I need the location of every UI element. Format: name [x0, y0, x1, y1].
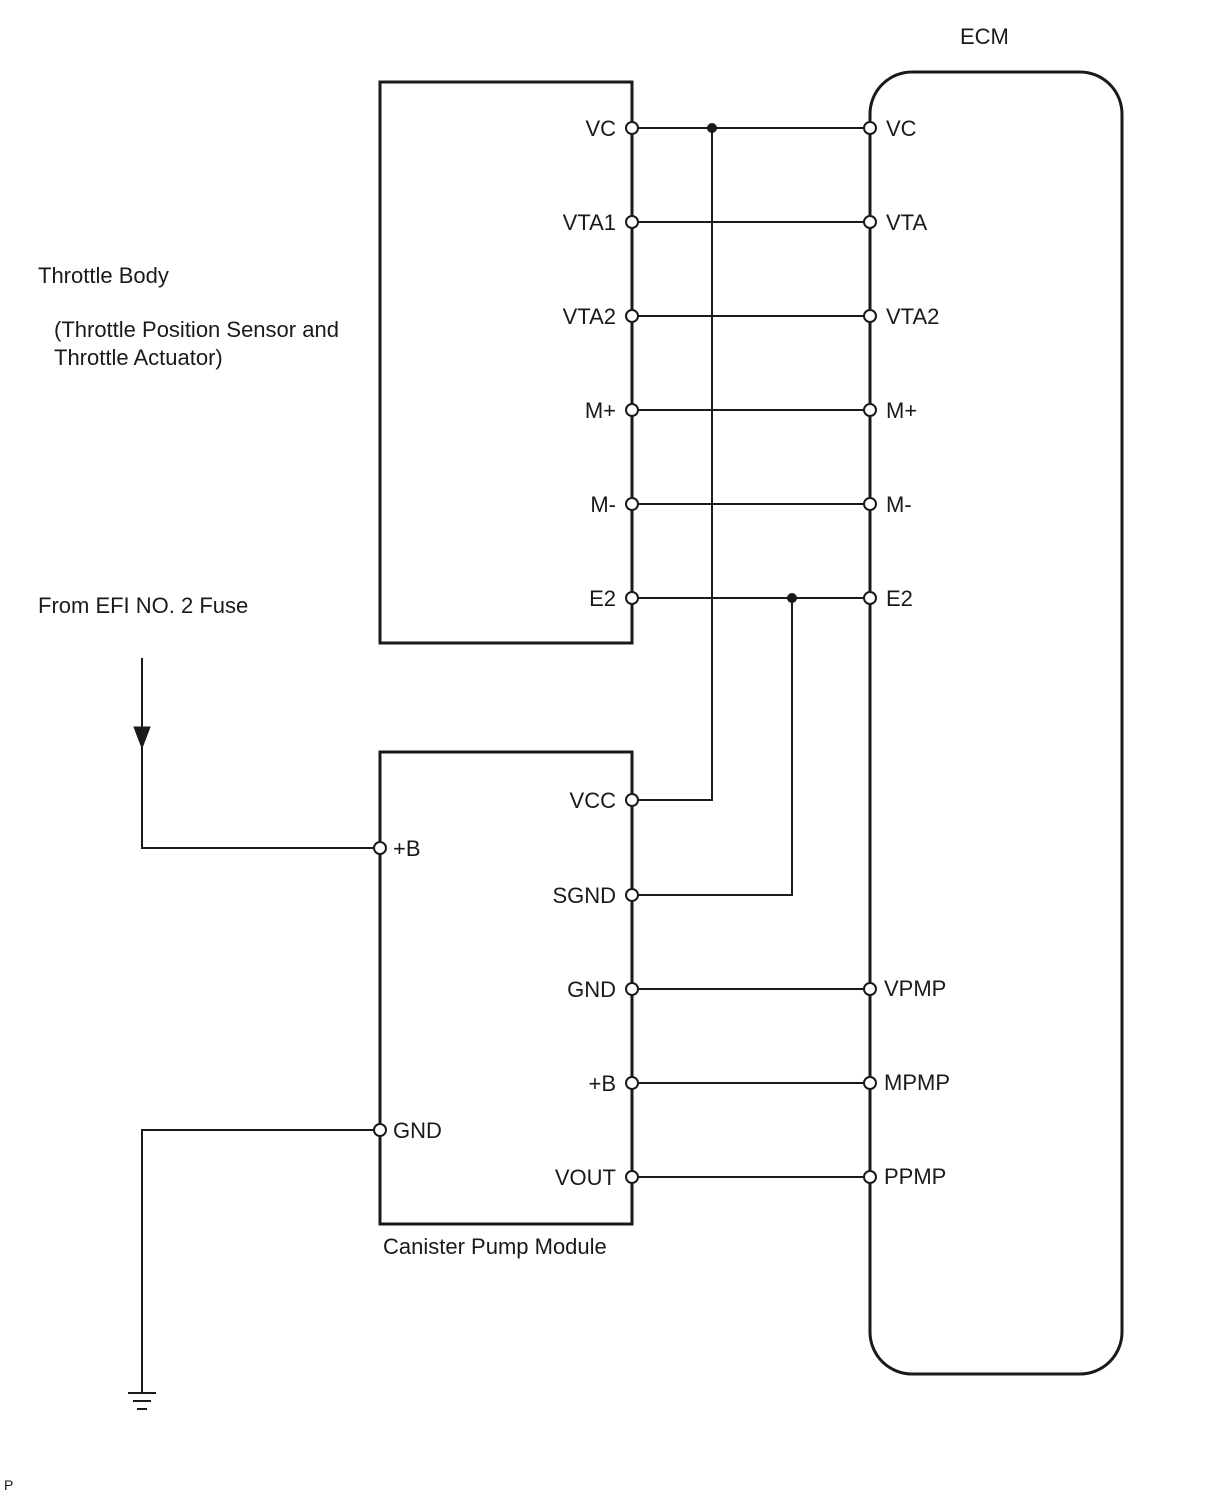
canister-pin-label: VCC [569, 788, 616, 813]
ecm-terminals [863, 121, 877, 1184]
throttle-pin-label: VC [585, 116, 616, 141]
ecm-pin-label: MPMP [884, 1070, 950, 1095]
terminal-vta2 [625, 309, 639, 323]
ecm-box [868, 70, 1124, 1376]
ecm-terminal-m-minus [863, 497, 877, 511]
ecm-pin-label: M- [886, 492, 912, 517]
terminal-vta1 [625, 215, 639, 229]
canister-pin-label: SGND [552, 883, 616, 908]
ecm-terminal-e2 [863, 591, 877, 605]
ecm-pin-label: M+ [886, 398, 918, 423]
ecm-terminal-vta [863, 215, 877, 229]
arrow-down-icon [133, 726, 151, 750]
throttle-pin-label: E2 [589, 586, 616, 611]
canister-module-label: Canister Pump Module [383, 1234, 607, 1259]
ecm-terminal-mpmp [863, 1076, 877, 1090]
throttle-terminals [625, 121, 639, 605]
ecm-terminal-vta2 [863, 309, 877, 323]
terminal-e2 [625, 591, 639, 605]
wire-e2-to-sgnd [632, 598, 793, 896]
canister-pin-label: GND [567, 977, 616, 1002]
throttle-body-box [378, 80, 634, 645]
ecm-pin-label: PPMP [884, 1164, 947, 1189]
canister-terminal-vout [625, 1170, 639, 1184]
throttle-pin-label: M+ [584, 398, 616, 423]
corner-mark: P [4, 1477, 14, 1493]
ecm-pin-label: E2 [886, 586, 913, 611]
ecm-label: ECM [960, 24, 1009, 49]
terminal-m-minus [625, 497, 639, 511]
wire-fuse-feed [141, 658, 380, 849]
canister-terminal-sgnd [625, 888, 639, 902]
terminal-m-plus [625, 403, 639, 417]
ecm-terminal-vpmp [863, 982, 877, 996]
canister-pin-label: +B [588, 1071, 616, 1096]
wire-ground [141, 1129, 380, 1392]
canister-terminal-left-b [373, 841, 387, 855]
canister-terminal-vcc [625, 793, 639, 807]
throttle-subtitle-line1: (Throttle Position Sensor and [54, 317, 339, 342]
ecm-terminal-ppmp [863, 1170, 877, 1184]
throttle-pin-label: M- [590, 492, 616, 517]
throttle-pin-label: VTA2 [562, 304, 616, 329]
terminal-vc [625, 121, 639, 135]
throttle-body-label: Throttle Body [38, 263, 169, 288]
canister-terminal-gnd [625, 982, 639, 996]
ecm-pin-label: VPMP [884, 976, 947, 1001]
ecm-pin-label: VC [886, 116, 917, 141]
ecm-pin-label: VTA [886, 210, 928, 235]
canister-pin-label: VOUT [554, 1165, 616, 1190]
ecm-terminal-m-plus [863, 403, 877, 417]
throttle-pin-label: VTA1 [562, 210, 616, 235]
canister-terminals [373, 793, 639, 1184]
wire-vc-to-vcc [632, 128, 713, 801]
fuse-source-label: From EFI NO. 2 Fuse [38, 593, 249, 618]
ecm-pin-label: VTA2 [886, 304, 940, 329]
canister-terminal-b [625, 1076, 639, 1090]
canister-left-pin-label: +B [393, 836, 421, 861]
junction-dot-e2 [787, 593, 797, 603]
throttle-subtitle-line2: Throttle Actuator) [54, 345, 223, 370]
ecm-terminal-vc [863, 121, 877, 135]
canister-terminal-left-gnd [373, 1123, 387, 1137]
canister-left-pin-label: GND [393, 1118, 442, 1143]
junction-dot-vc [707, 123, 717, 133]
